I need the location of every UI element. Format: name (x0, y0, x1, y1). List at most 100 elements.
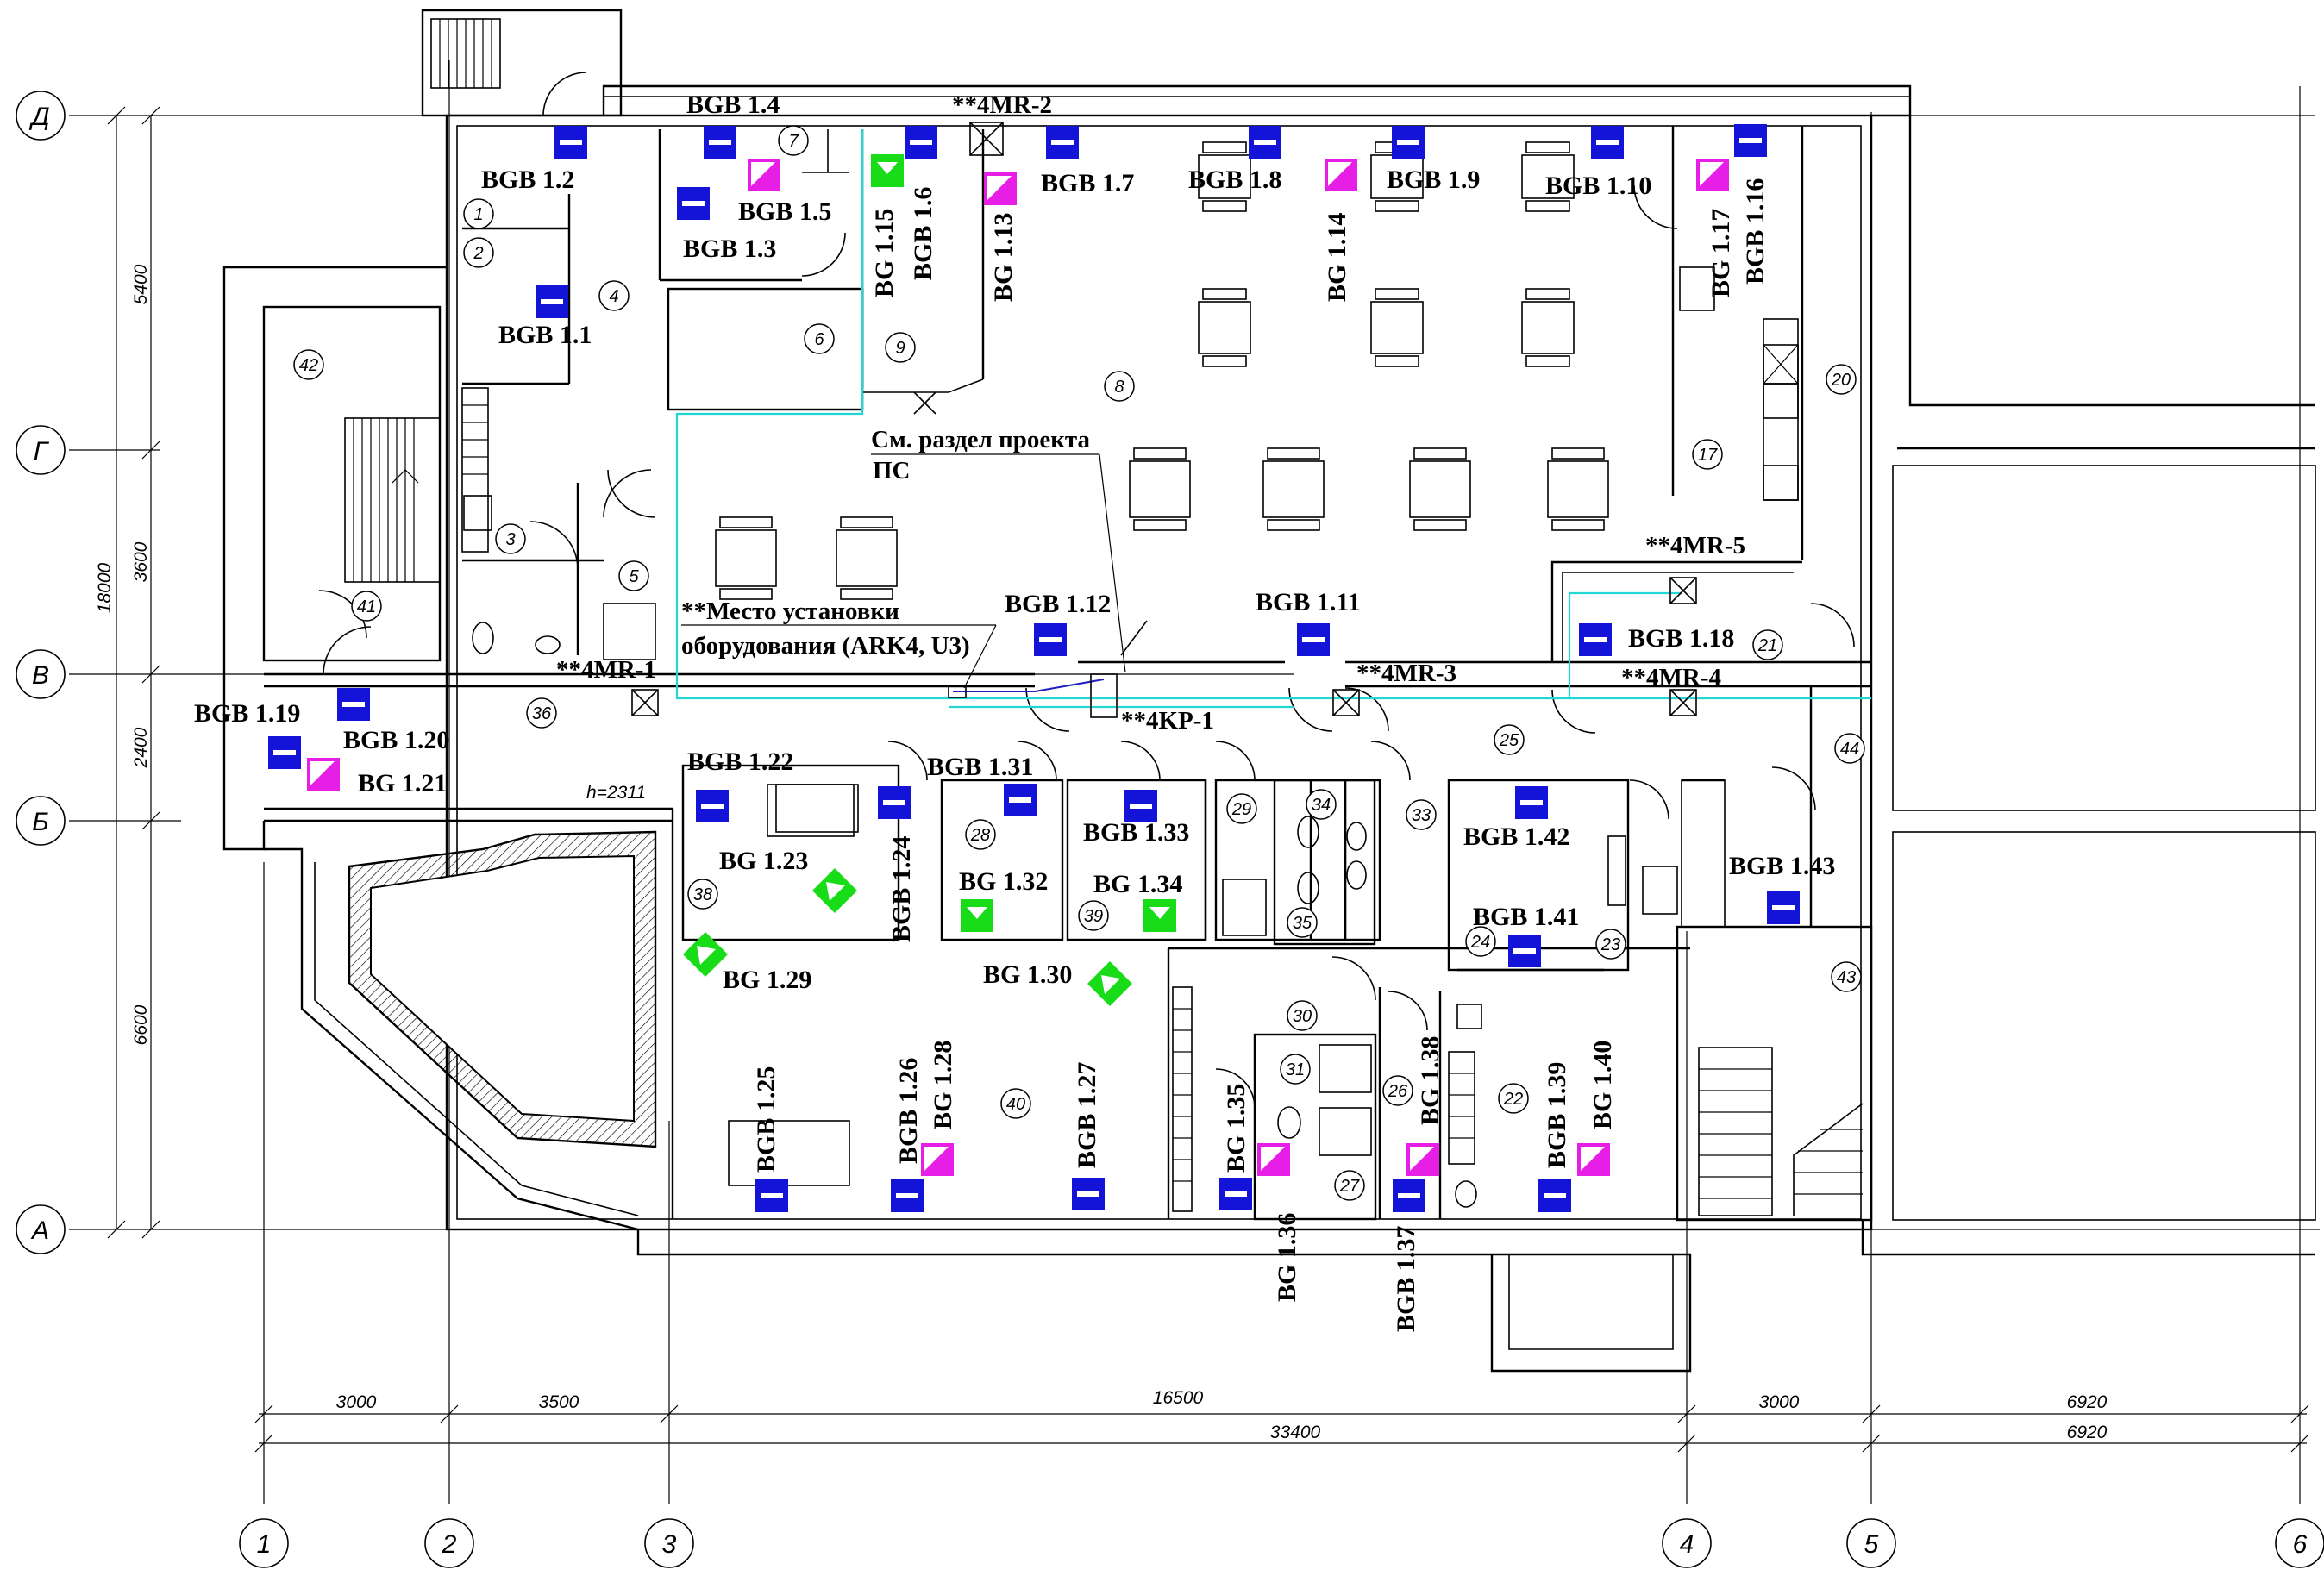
label-bg-1-32: BG 1.32 (959, 867, 1048, 896)
dim-3000-b: 3000 (1759, 1392, 1800, 1412)
wall-beacon-icon (1046, 126, 1079, 159)
label-bgb-1-24: BGB 1.24 (887, 836, 916, 942)
room-number: 33 (1412, 806, 1431, 825)
room-tag: 26 (1382, 1075, 1413, 1106)
room-number: 43 (1837, 968, 1856, 987)
room-number: 4 (609, 287, 618, 306)
dim-33400: 33400 (1270, 1423, 1321, 1442)
ceiling-beacon-icon (307, 758, 340, 791)
room-tag: 24 (1465, 926, 1496, 957)
label-bgb-1-43: BGB 1.43 (1729, 852, 1835, 880)
room-tag: 29 (1226, 793, 1257, 824)
label-bgb-1-33: BGB 1.33 (1083, 818, 1189, 847)
room-number: 41 (357, 597, 376, 616)
room-number: 28 (970, 826, 990, 845)
room-number: 34 (1312, 796, 1331, 815)
room-number: 5 (629, 567, 639, 586)
wall-beacon-icon (677, 187, 710, 220)
floor-beacon-icon (871, 154, 904, 187)
wall-beacon-icon (1297, 623, 1330, 656)
label-bgb-1-1: BGB 1.1 (498, 321, 592, 349)
label-kp-1: **4KP-1 (1121, 707, 1214, 735)
room-tag: 38 (687, 879, 718, 910)
room-tag: 43 (1831, 961, 1862, 992)
label-bgb-1-9: BGB 1.9 (1387, 166, 1480, 194)
room-number: 31 (1286, 1060, 1305, 1079)
wall-beacon-icon (891, 1179, 924, 1212)
room-number: 29 (1231, 800, 1251, 819)
dim-5400: 5400 (131, 264, 151, 304)
room-tag: 17 (1692, 439, 1723, 470)
room-tag: 4 (598, 280, 630, 311)
axis-label-3: 3 (662, 1530, 677, 1559)
hatched-area (348, 830, 657, 1148)
note-install-line1: **Место установки (681, 597, 899, 625)
axis-markers-vertical: 1 2 3 4 5 6 (239, 1518, 2324, 1568)
room-tag: 23 (1595, 929, 1626, 960)
label-mr-5: **4MR-5 (1645, 532, 1745, 560)
axis-markers-horizontal: Д Г В Б А (16, 91, 66, 1254)
room-tag: 40 (1000, 1088, 1031, 1119)
wall-beacon-icon (1004, 784, 1037, 816)
label-bgb-1-41: BGB 1.41 (1473, 903, 1579, 931)
room-tag: 44 (1834, 733, 1865, 764)
label-bgb-1-2: BGB 1.2 (481, 166, 574, 194)
room-tag: 42 (293, 349, 324, 380)
wall-beacon-icon (1734, 124, 1767, 157)
label-bgb-1-8: BGB 1.8 (1188, 166, 1281, 194)
label-bgb-1-37: BGB 1.37 (1392, 1226, 1420, 1332)
room-number: 3 (505, 530, 515, 549)
room-number: 7 (788, 132, 799, 151)
wall-beacon-icon (1508, 935, 1541, 967)
dim-6600: 6600 (131, 1004, 151, 1045)
label-bg-1-21: BG 1.21 (358, 769, 447, 797)
room-number: 36 (532, 704, 552, 723)
label-bgb-1-42: BGB 1.42 (1463, 822, 1569, 851)
room-tag: 20 (1826, 364, 1857, 395)
wall-beacon-icon (1579, 623, 1612, 656)
ceiling-beacon-icon (921, 1143, 954, 1176)
note-install-line2: оборудования (ARK4, U3) (681, 632, 970, 660)
room-tag: 39 (1078, 900, 1109, 931)
label-bgb-1-39: BGB 1.39 (1543, 1062, 1571, 1168)
label-bg-1-14: BG 1.14 (1323, 213, 1351, 302)
room-number: 44 (1840, 740, 1859, 759)
wall-beacon-icon (337, 688, 370, 721)
room-tag: 1 (463, 198, 494, 229)
label-bgb-1-31: BGB 1.31 (927, 753, 1033, 781)
room-number: 38 (693, 885, 712, 904)
axis-label-g: Г (34, 437, 50, 466)
dim-18000: 18000 (95, 562, 115, 613)
wall-beacon-icon (1393, 1179, 1425, 1212)
dim-3000-a: 3000 (336, 1392, 377, 1412)
dim-6920-b: 6920 (2067, 1423, 2108, 1442)
room-number: 23 (1600, 935, 1620, 954)
wall-beacon-icon (1515, 786, 1548, 819)
label-bg-1-38: BG 1.38 (1416, 1036, 1444, 1125)
label-bgb-1-25: BGB 1.25 (752, 1066, 780, 1173)
device-labels: BGB 1.1 BGB 1.2 BGB 1.3 BGB 1.4 BGB 1.5 … (194, 91, 1835, 1332)
label-bgb-1-20: BGB 1.20 (343, 726, 449, 754)
doors (318, 72, 1855, 1109)
room-number: 39 (1084, 907, 1103, 926)
room-number: 42 (299, 356, 318, 375)
room-number: 22 (1503, 1090, 1523, 1109)
axis-label-2: 2 (442, 1530, 457, 1559)
wall-beacon-icon (1392, 126, 1425, 159)
room-tag: 5 (618, 560, 649, 591)
room-tag: 27 (1334, 1170, 1365, 1201)
dim-6920-a: 6920 (2067, 1392, 2108, 1412)
room-number: 20 (1831, 371, 1851, 390)
furniture (715, 141, 1609, 1186)
room-tag: 8 (1104, 371, 1135, 402)
room-number: 8 (1114, 378, 1124, 397)
floor-beacon-icon (1143, 899, 1176, 932)
wall-beacon-icon (554, 126, 587, 159)
wall-beacon-icon (1034, 623, 1067, 656)
room-number: 35 (1293, 914, 1312, 933)
ceiling-beacon-icon (1577, 1143, 1610, 1176)
dim-3500: 3500 (539, 1392, 579, 1412)
label-bg-1-17: BG 1.17 (1707, 209, 1735, 297)
room-tag: 35 (1287, 907, 1318, 938)
label-bg-1-15: BG 1.15 (870, 209, 899, 297)
